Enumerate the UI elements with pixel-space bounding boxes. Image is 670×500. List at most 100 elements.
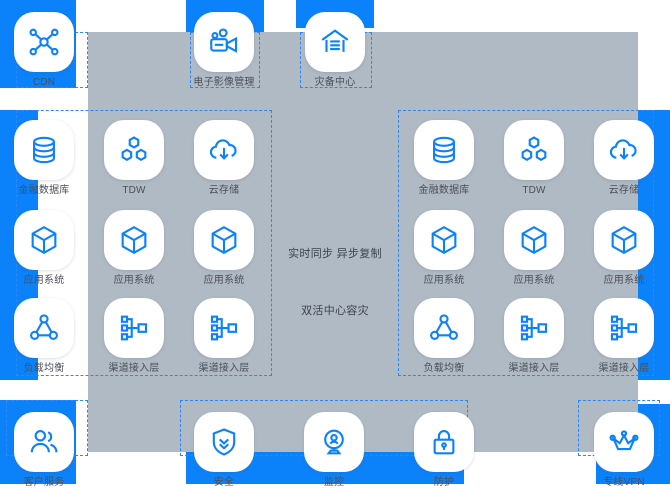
node-label: 金融数据库	[18, 185, 70, 196]
load-balancer-icon	[27, 311, 61, 345]
database-icon	[427, 133, 461, 167]
node-b-security[interactable]: 安全	[194, 412, 254, 489]
node-r-fin-db[interactable]: 金融数据库	[414, 120, 474, 197]
node-l-channel-1[interactable]: 渠道接入层	[104, 298, 164, 375]
node-media-mgmt[interactable]: 电子影像管理	[193, 12, 255, 89]
users-icon	[27, 425, 61, 459]
tile-l-tdw[interactable]	[104, 120, 164, 180]
node-r-app-1[interactable]: 应用系统	[414, 210, 474, 287]
tile-r-lb[interactable]	[414, 298, 474, 358]
tile-l-channel-1[interactable]	[104, 298, 164, 358]
node-r-cloud[interactable]: 云存储	[594, 120, 654, 197]
sitemap-icon	[207, 311, 241, 345]
sync-caption: 实时同步 异步复制	[288, 248, 382, 260]
node-dr-center[interactable]: 灾备中心	[305, 12, 365, 89]
node-label: 金融数据库	[418, 185, 470, 196]
tile-b-vpn[interactable]	[594, 412, 654, 472]
node-label: 负载均衡	[423, 363, 465, 374]
sitemap-icon	[117, 311, 151, 345]
tile-r-fin-db[interactable]	[414, 120, 474, 180]
node-label: 防护	[433, 477, 455, 488]
tile-r-app-2[interactable]	[504, 210, 564, 270]
node-b-protect[interactable]: 防护	[414, 412, 474, 489]
node-label: 渠道接入层	[198, 363, 250, 374]
node-b-users[interactable]: 客户服务	[14, 412, 74, 489]
node-label: 灾备中心	[314, 77, 356, 88]
node-label: 渠道接入层	[598, 363, 650, 374]
tile-b-protect[interactable]	[414, 412, 474, 472]
node-l-lb[interactable]: 负载均衡	[14, 298, 74, 375]
database-icon	[27, 133, 61, 167]
node-label: 应用系统	[203, 275, 245, 286]
tile-l-cloud[interactable]	[194, 120, 254, 180]
node-l-channel-2[interactable]: 渠道接入层	[194, 298, 254, 375]
tile-r-cloud[interactable]	[594, 120, 654, 180]
cloud-download-icon	[207, 133, 241, 167]
tile-b-users[interactable]	[14, 412, 74, 472]
node-l-fin-db[interactable]: 金融数据库	[14, 120, 74, 197]
tile-r-app-1[interactable]	[414, 210, 474, 270]
cube-icon	[117, 223, 151, 257]
cube-icon	[27, 223, 61, 257]
shield-icon	[207, 425, 241, 459]
tile-l-app-3[interactable]	[194, 210, 254, 270]
tile-cdn[interactable]	[14, 12, 74, 72]
cube-icon	[517, 223, 551, 257]
node-r-app-2[interactable]: 应用系统	[504, 210, 564, 287]
sitemap-icon	[517, 311, 551, 345]
cdn-network-icon	[27, 25, 61, 59]
tile-b-security[interactable]	[194, 412, 254, 472]
node-label: 专线VPN	[603, 477, 645, 488]
tile-r-tdw[interactable]	[504, 120, 564, 180]
node-l-tdw[interactable]: TDW	[104, 120, 164, 197]
node-r-tdw[interactable]: TDW	[504, 120, 564, 197]
tile-l-app-1[interactable]	[14, 210, 74, 270]
tile-r-app-3[interactable]	[594, 210, 654, 270]
node-b-vpn[interactable]: 专线VPN	[594, 412, 654, 489]
cloud-download-icon	[607, 133, 641, 167]
node-label: 云存储	[608, 185, 640, 196]
hexagon-cluster-icon	[117, 133, 151, 167]
cube-icon	[427, 223, 461, 257]
node-label: 云存储	[208, 185, 240, 196]
node-label: 应用系统	[23, 275, 65, 286]
cube-icon	[207, 223, 241, 257]
sitemap-icon	[607, 311, 641, 345]
cube-icon	[607, 223, 641, 257]
warehouse-icon	[318, 25, 352, 59]
node-label: 安全	[213, 477, 235, 488]
node-l-app-1[interactable]: 应用系统	[14, 210, 74, 287]
node-r-channel-1[interactable]: 渠道接入层	[504, 298, 564, 375]
hexagon-cluster-icon	[517, 133, 551, 167]
tile-dr-center[interactable]	[305, 12, 365, 72]
node-l-app-3[interactable]: 应用系统	[194, 210, 254, 287]
tile-l-lb[interactable]	[14, 298, 74, 358]
node-label: 电子影像管理	[193, 77, 255, 88]
node-r-lb[interactable]: 负载均衡	[414, 298, 474, 375]
node-label: 负载均衡	[23, 363, 65, 374]
tile-r-channel-2[interactable]	[594, 298, 654, 358]
tile-l-fin-db[interactable]	[14, 120, 74, 180]
tile-l-app-2[interactable]	[104, 210, 164, 270]
node-r-channel-2[interactable]: 渠道接入层	[594, 298, 654, 375]
node-b-monitor[interactable]: 监控	[304, 412, 364, 489]
tile-b-monitor[interactable]	[304, 412, 364, 472]
load-balancer-icon	[427, 311, 461, 345]
node-l-app-2[interactable]: 应用系统	[104, 210, 164, 287]
tile-l-channel-2[interactable]	[194, 298, 254, 358]
node-label: 应用系统	[603, 275, 645, 286]
node-label: TDW	[122, 185, 146, 196]
node-l-cloud[interactable]: 云存储	[194, 120, 254, 197]
node-cdn[interactable]: CDN	[14, 12, 74, 89]
node-r-app-3[interactable]: 应用系统	[594, 210, 654, 287]
node-label: TDW	[522, 185, 546, 196]
node-label: CDN	[32, 77, 56, 88]
node-label: 应用系统	[423, 275, 465, 286]
tile-media-mgmt[interactable]	[194, 12, 254, 72]
node-label: 应用系统	[513, 275, 555, 286]
tile-r-channel-1[interactable]	[504, 298, 564, 358]
node-label: 客户服务	[23, 477, 65, 488]
node-label: 渠道接入层	[508, 363, 560, 374]
video-camera-icon	[207, 25, 241, 59]
